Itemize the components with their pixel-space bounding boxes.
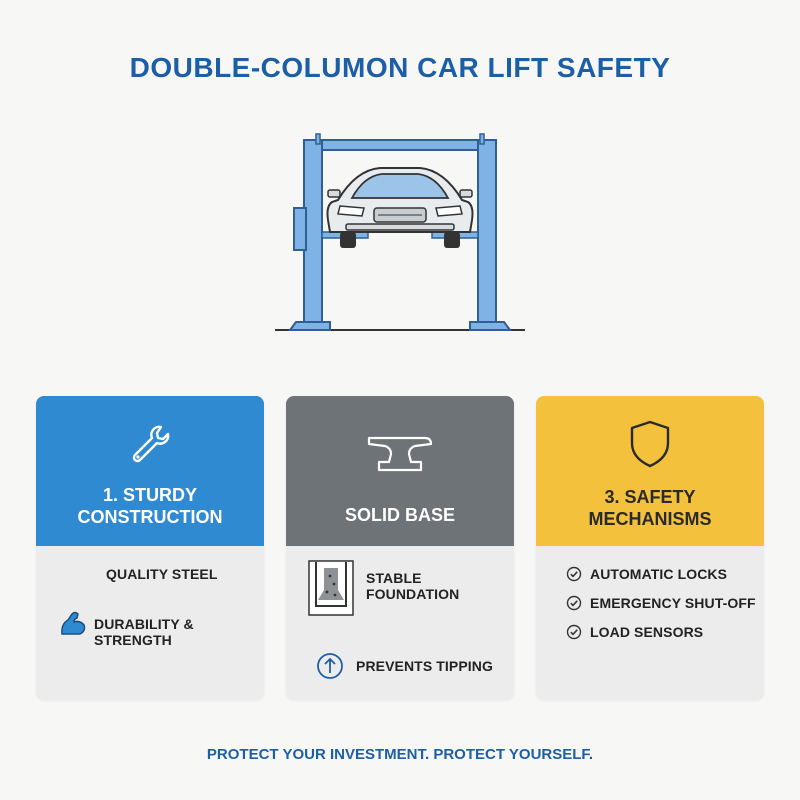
list-item: LOAD SENSORS [566,624,703,640]
card-header: 3. SAFETY MECHANISMS [536,396,764,546]
check-circle-icon [566,624,582,640]
car-lift-illustration [260,120,540,340]
card-title-line2: MECHANISMS [588,509,712,529]
up-arrow-circle-icon [316,652,344,685]
card-body: STABLE FOUNDATION PREVENTS TIPPING [286,546,514,700]
list-item: AUTOMATIC LOCKS [566,566,727,582]
item-quality-steel: QUALITY STEEL [106,566,218,582]
item-automatic-locks: AUTOMATIC LOCKS [590,566,728,582]
card-body: AUTOMATIC LOCKS EMERGENCY SHUT-OFF LOAD … [536,546,764,700]
card-solid-base: SOLID BASE STABLE FOUNDATION PREVENTS TI… [286,396,514,700]
check-circle-icon [566,566,582,582]
card-title: SOLID BASE [344,505,455,525]
wrench-icon [127,416,173,472]
page-title: DOUBLE-COLUMON CAR LIFT SAFETY [129,52,671,83]
item-emergency-shutoff: EMERGENCY SHUT-OFF [590,595,756,611]
list-item: EMERGENCY SHUT-OFF [566,595,756,611]
anvil-icon [365,426,435,482]
card-body: QUALITY STEEL DURABILITY & STRENGTH [36,546,264,700]
foundation-icon [308,560,354,621]
item-load-sensors: LOAD SENSORS [590,624,704,640]
card-title-line1: 1. STURDY [102,485,198,505]
card-header: 1. STURDY CONSTRUCTION [36,396,264,546]
card-header: SOLID BASE [286,396,514,546]
card-title-line2: CONSTRUCTION [77,507,223,527]
item-prevents-tipping: PREVENTS TIPPING [356,658,493,674]
car-lift-icon [275,133,525,331]
item-stable-foundation: STABLE FOUNDATION [366,570,460,602]
tagline: PROTECT YOUR INVESTMENT. PROTECT YOURSEL… [206,746,594,763]
shield-icon [628,416,672,472]
card-safety-mechanisms: 3. SAFETY MECHANISMS AUTOMATIC LOCKS EME… [536,396,764,700]
item-durability-strength: DURABILITY & STRENGTH [94,616,194,648]
flexed-arm-icon [58,608,88,643]
card-sturdy-construction: 1. STURDY CONSTRUCTION QUALITY STEEL DUR… [36,396,264,700]
check-circle-icon [566,595,582,611]
card-title-line1: 3. SAFETY [604,487,696,507]
